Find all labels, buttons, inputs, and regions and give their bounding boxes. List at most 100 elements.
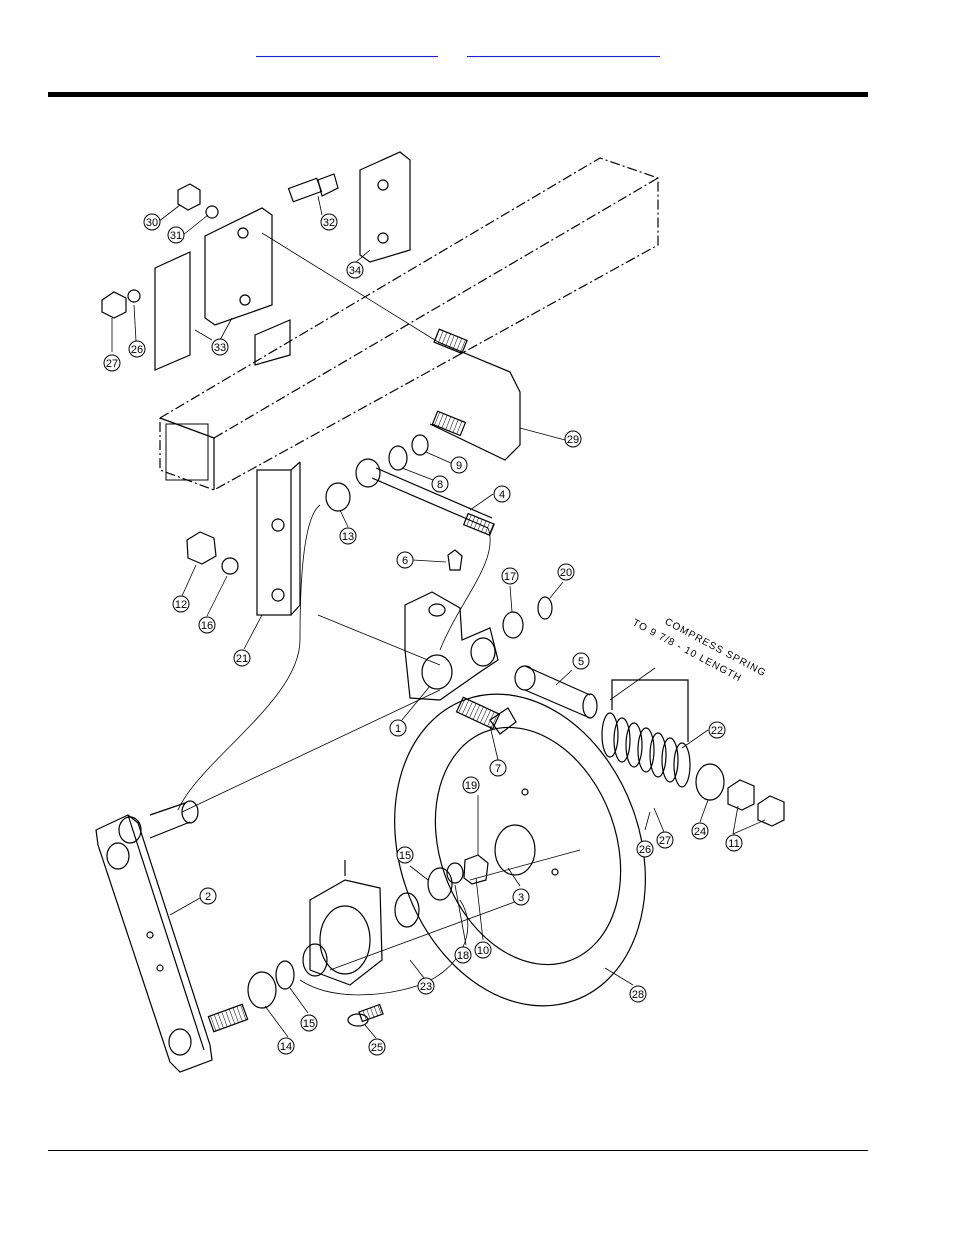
svg-text:12: 12	[175, 599, 187, 611]
callout: 32	[320, 213, 338, 231]
callout: 29	[564, 430, 582, 448]
svg-text:24: 24	[694, 826, 706, 838]
callout: 2	[199, 887, 217, 905]
coulter-disc	[394, 693, 646, 1007]
svg-text:9: 9	[456, 460, 462, 472]
svg-text:21: 21	[236, 653, 248, 665]
callout: 10	[474, 941, 492, 959]
header-link-2[interactable]	[467, 44, 660, 57]
callout: 16	[198, 616, 216, 634]
svg-text:33: 33	[214, 342, 226, 354]
callout: 24	[691, 822, 709, 840]
callout: 22	[708, 721, 726, 739]
callout: 13	[339, 527, 357, 545]
callout: 34	[346, 261, 364, 279]
svg-text:15: 15	[303, 1018, 315, 1030]
svg-text:30: 30	[146, 217, 158, 229]
callout: 5	[572, 652, 590, 670]
callout: 28	[629, 985, 647, 1003]
u-bolt	[261, 232, 521, 461]
callout: 1	[389, 719, 407, 737]
carriage-bolt	[347, 1003, 384, 1027]
spring-bolt	[514, 665, 598, 719]
arm-casting	[404, 549, 499, 701]
washers-17-20	[502, 596, 553, 639]
svg-text:8: 8	[437, 479, 443, 491]
callout: 19	[462, 776, 480, 794]
header-link-1[interactable]	[256, 44, 438, 57]
svg-text:3: 3	[518, 892, 524, 904]
bottom-bearing	[247, 960, 295, 1009]
callout: 25	[368, 1038, 386, 1056]
callout: 11	[725, 834, 743, 852]
header-rule	[48, 92, 868, 97]
callout: 26	[636, 840, 654, 858]
callout: 23	[417, 977, 435, 995]
pivot-pin	[325, 434, 495, 536]
svg-text:19: 19	[465, 780, 477, 792]
svg-text:13: 13	[342, 531, 354, 543]
callout: 21	[233, 649, 251, 667]
callout: 31	[167, 226, 185, 244]
callout: 7	[489, 759, 507, 777]
footer-rule	[48, 1150, 868, 1151]
callout: 33	[211, 338, 229, 356]
svg-text:31: 31	[170, 230, 182, 242]
svg-text:32: 32	[323, 217, 335, 229]
svg-text:26: 26	[639, 844, 651, 856]
svg-text:27: 27	[659, 835, 671, 847]
callout: 27	[656, 831, 674, 849]
svg-text:6: 6	[402, 555, 408, 567]
svg-text:22: 22	[711, 725, 723, 737]
leader-lines	[111, 195, 766, 1039]
svg-text:10: 10	[477, 945, 489, 957]
callout: 6	[396, 551, 414, 569]
svg-text:5: 5	[578, 656, 584, 668]
svg-text:15: 15	[399, 850, 411, 862]
callout: 15	[396, 846, 414, 864]
svg-text:34: 34	[349, 265, 361, 277]
callout: 3	[512, 888, 530, 906]
clamp-plates	[154, 151, 411, 371]
callout: 12	[172, 595, 190, 613]
callout: 4	[493, 485, 511, 503]
callout: 15	[300, 1014, 318, 1032]
svg-text:4: 4	[499, 489, 505, 501]
svg-text:28: 28	[632, 989, 644, 1001]
shank-bar	[256, 461, 301, 616]
svg-text:18: 18	[457, 950, 469, 962]
callout: 14	[277, 1037, 295, 1055]
callout: 8	[431, 475, 449, 493]
svg-text:29: 29	[567, 434, 579, 446]
callout: 27	[103, 354, 121, 372]
bolt-32	[287, 173, 339, 203]
callout: 17	[501, 567, 519, 585]
svg-text:23: 23	[420, 981, 432, 993]
frame-tube	[159, 157, 659, 491]
nuts-top-left	[101, 183, 219, 319]
hub-assembly	[302, 854, 489, 986]
callouts: 30 31 32 34 27 26 33 29 9 8 4 13 6 17 20…	[103, 213, 743, 1056]
svg-text:7: 7	[495, 763, 501, 775]
compression-spring	[601, 679, 691, 788]
svg-text:17: 17	[504, 571, 516, 583]
callout: 26	[128, 340, 146, 358]
callout: 20	[557, 563, 575, 581]
callout: 9	[450, 456, 468, 474]
svg-text:25: 25	[371, 1042, 383, 1054]
svg-text:11: 11	[728, 838, 739, 850]
svg-text:2: 2	[205, 891, 211, 903]
svg-text:27: 27	[106, 358, 118, 370]
svg-text:26: 26	[131, 344, 143, 356]
nut-12	[186, 531, 239, 575]
svg-text:20: 20	[560, 567, 572, 579]
svg-text:14: 14	[280, 1041, 292, 1053]
svg-text:16: 16	[201, 620, 213, 632]
spring-nuts	[695, 763, 785, 827]
callout: 30	[143, 213, 161, 231]
callout: 18	[454, 946, 472, 964]
bolt-7	[455, 696, 517, 735]
coulter-arm	[95, 800, 249, 1073]
svg-text:1: 1	[395, 723, 401, 735]
